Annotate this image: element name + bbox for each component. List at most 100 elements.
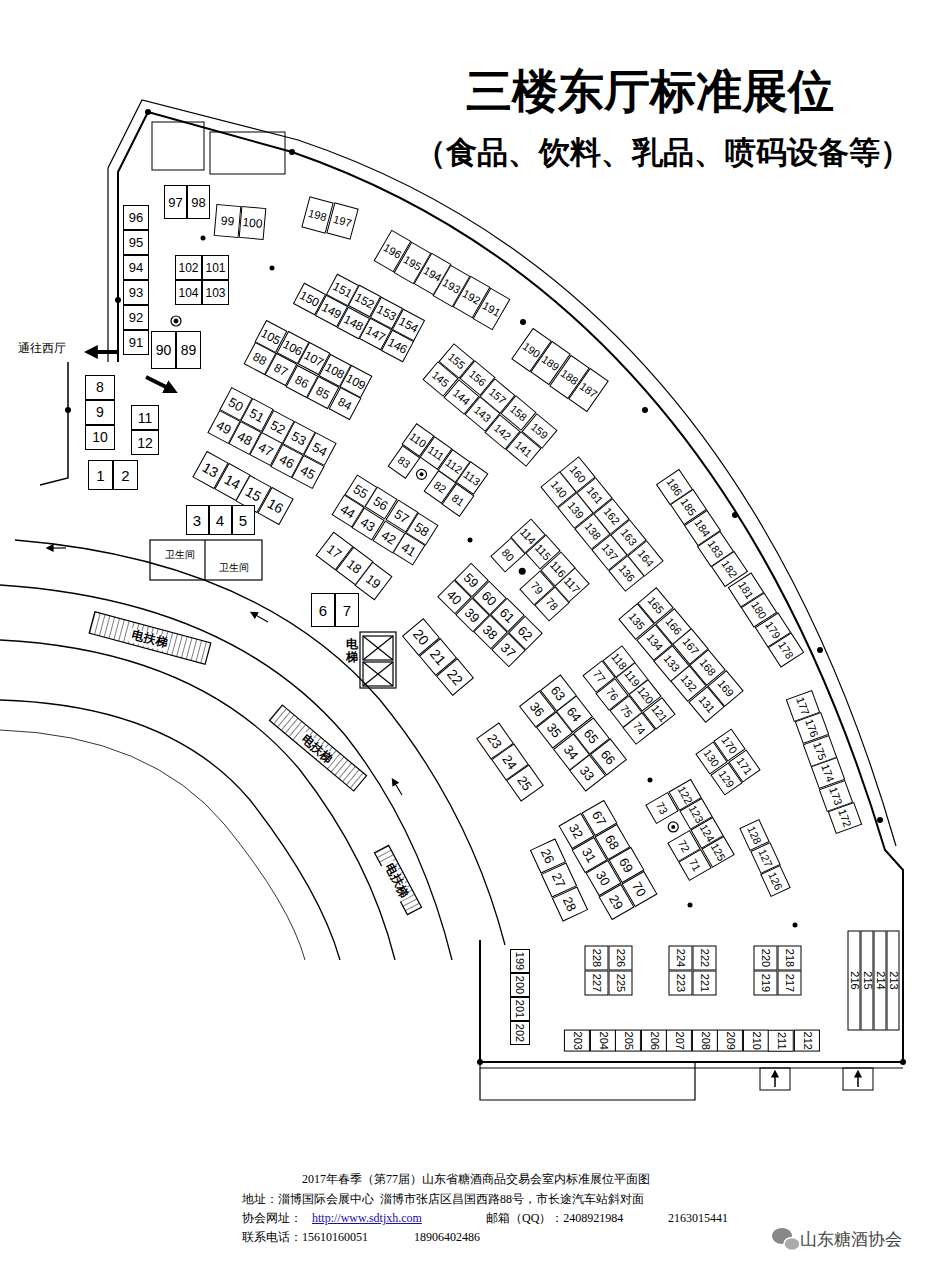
booth-box: 222 (692, 945, 716, 970)
booth-box: 208 (692, 1030, 718, 1052)
booth-number: 133 (661, 652, 681, 673)
booth-box: 6 (311, 593, 335, 627)
booth-number: 220 (760, 948, 771, 966)
booth-number: 104 (178, 287, 198, 299)
booth-number: 43 (359, 514, 378, 533)
booth-box: 7 (335, 593, 359, 627)
booth-number: 192 (461, 288, 482, 307)
booth-box: 209 (717, 1030, 743, 1052)
direction-arrow (393, 780, 402, 795)
booth-number: 163 (619, 527, 639, 548)
booth-number: 113 (462, 469, 483, 488)
column-marker (417, 469, 679, 832)
booth-number: 19 (364, 571, 383, 590)
booth-number: 176 (803, 718, 820, 739)
booth-number: 49 (214, 418, 233, 436)
pillar-dot (732, 512, 738, 518)
phone-text-box: 18906402486 (414, 1227, 480, 1245)
watermark: 山东糖酒协会 (800, 1230, 902, 1250)
booth-number: 109 (345, 371, 368, 391)
booth-number: 157 (487, 386, 508, 406)
booth-number: 188 (559, 367, 580, 387)
booth-number: 226 (615, 948, 626, 966)
booth-number: 129 (716, 768, 736, 789)
column-marker (171, 316, 181, 326)
hall-wall (40, 100, 903, 1100)
booth-box: 100 (239, 206, 267, 240)
booth-number: 180 (750, 599, 769, 620)
hall-wall (480, 1068, 903, 1069)
booth-number: 132 (679, 673, 699, 694)
booth-number: 97 (168, 196, 182, 209)
booth-box: 220 (753, 945, 777, 970)
booth-number: 170 (720, 735, 740, 756)
booth-box: 103 (202, 280, 229, 305)
booth-number: 194 (421, 265, 442, 284)
booth-number: 4 (216, 513, 224, 528)
booth-box: 227 (584, 970, 608, 995)
booth-box: 101 (202, 255, 229, 280)
booth-number: 217 (784, 973, 795, 991)
booth-box: 212 (794, 1030, 820, 1052)
booth-number: 128 (746, 825, 764, 846)
booth-number: 26 (539, 847, 557, 866)
booth-number: 136 (616, 563, 636, 584)
address-text-box: 地址：淄博国际会展中心 淄博市张店区昌国西路88号，市长途汽车站斜对面 (242, 1189, 644, 1207)
booth-number: 87 (272, 361, 289, 378)
booth-box: 89 (176, 331, 201, 369)
hall-wall (40, 362, 68, 485)
booth-number: 126 (767, 870, 785, 891)
direction-arrow (48, 547, 66, 548)
pillar-dot (477, 1059, 483, 1065)
booth-number: 67 (590, 809, 608, 828)
booth-box: 10 (85, 425, 115, 450)
address-text: 地址：淄博国际会展中心 淄博市张店区昌国西路88号，市长途汽车站斜对面 (242, 1193, 644, 1207)
booth-number: 191 (481, 299, 502, 318)
booth-number: 71 (687, 857, 703, 873)
pillar-dot (877, 817, 883, 823)
pillar-dot (201, 236, 206, 241)
booth-number: 198 (308, 207, 329, 222)
booth-number: 156 (466, 368, 487, 388)
booth-number: 50 (226, 395, 245, 413)
booth-number: 39 (463, 605, 482, 624)
booth-number: 121 (649, 703, 669, 724)
subtitle-box: （食品、饮料、乳品、喷码设备等） (415, 135, 911, 171)
booth-number: 207 (674, 1032, 685, 1050)
booth-number: 199 (515, 952, 526, 970)
booth-number: 55 (351, 481, 370, 500)
booth-number: 8 (96, 380, 104, 394)
booth-box: 9 (85, 400, 115, 425)
email-text: 2163015441 (668, 1212, 728, 1226)
booth-box: 3 (186, 505, 209, 535)
booth-number: 160 (568, 464, 588, 485)
exit-label: 通往西厅 (18, 342, 66, 356)
booth-number: 40 (445, 587, 464, 606)
booth-number: 89 (181, 343, 197, 357)
booth-box: 12 (131, 430, 159, 455)
elevator-symbol (363, 636, 393, 660)
booth-number: 52 (269, 417, 288, 435)
booth-box: 219 (753, 970, 777, 995)
booth-number: 74 (631, 720, 647, 736)
booth-number: 58 (412, 520, 431, 539)
booth-number: 213 (887, 971, 898, 989)
pillar-dot (270, 266, 275, 271)
booth-number: 73 (654, 800, 670, 816)
booth-box: 93 (123, 280, 149, 305)
page-title-box: 三楼东厅标准展位 (466, 66, 834, 119)
booth-number: 95 (129, 236, 143, 249)
booth-number: 99 (220, 214, 234, 227)
booth-number: 34 (561, 742, 580, 761)
booth-number: 138 (582, 521, 602, 542)
booth-number: 173 (828, 785, 845, 806)
booth-number: 51 (247, 406, 266, 424)
phone-text: 18906402486 (414, 1231, 480, 1245)
plan-caption-box: 2017年春季（第77届）山东省糖酒商品交易会室内标准展位平面图 (302, 1169, 650, 1187)
elevator-symbol (363, 662, 393, 686)
booth-box: 211 (769, 1030, 795, 1052)
pillar-dot (817, 647, 823, 653)
direction-arrow (146, 377, 174, 391)
booth-number: 158 (508, 403, 529, 423)
